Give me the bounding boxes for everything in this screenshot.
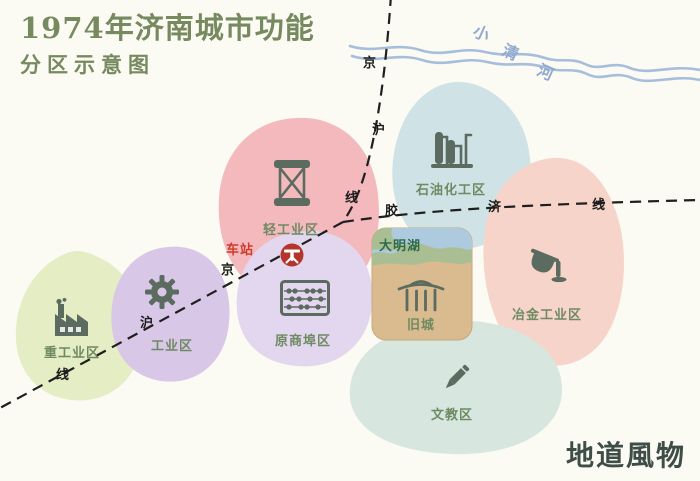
railway-jinghu-line [0, 0, 392, 409]
zone-label-metallurgy: 冶金工业区 [511, 308, 582, 323]
ladle-icon [526, 242, 570, 284]
map-title: 1974年济南城市功能 分区示意图 [20, 11, 315, 79]
railway-label-char: 胶 [385, 204, 399, 219]
abacus-icon [280, 280, 330, 316]
zone-label-industry: 工业区 [150, 339, 193, 354]
railway-label-char: 线 [345, 191, 359, 206]
map-title-line2: 分区示意图 [20, 52, 155, 78]
railway-label-char: 京 [363, 56, 377, 71]
railway-jiaoji-line [342, 198, 700, 224]
railway-label-char: 沪 [372, 123, 386, 138]
railway-label-char: 京 [221, 263, 235, 278]
refinery-icon [429, 124, 475, 170]
spool-icon [273, 160, 311, 206]
gate-icon [397, 276, 445, 312]
zone-area-culture-education [349, 320, 563, 455]
watermark-logo: 地道風物 [565, 439, 686, 472]
railway-logo-icon [279, 242, 305, 268]
zone-label-light-industry: 轻工业区 [262, 223, 319, 238]
daming-lake-label: 大明湖 [379, 239, 422, 254]
river-xiaoqing [348, 44, 700, 83]
railway-label-char: 沪 [140, 316, 154, 331]
station-label: 车站 [226, 243, 255, 258]
railway-label-char: 线 [592, 198, 606, 213]
railway-lines [0, 0, 700, 409]
map-title-line1: 1974年济南城市功能 [20, 11, 315, 45]
zone-label-culture-education: 文教区 [430, 408, 473, 423]
zone-area-industry [111, 246, 230, 382]
zone-label-petrochemical: 石油化工区 [415, 183, 486, 198]
pencil-icon [439, 361, 473, 395]
daming-lake-map [372, 228, 472, 266]
zone-label-old-city: 旧城 [406, 318, 435, 333]
railway-label-char: 济 [488, 200, 502, 215]
factory-icon [52, 297, 98, 338]
railway-label-char: 线 [56, 368, 70, 383]
zone-label-heavy-industry: 重工业区 [43, 346, 100, 361]
zone-label-old-commercial-port: 原商埠区 [274, 334, 331, 349]
gear-icon [144, 274, 180, 310]
